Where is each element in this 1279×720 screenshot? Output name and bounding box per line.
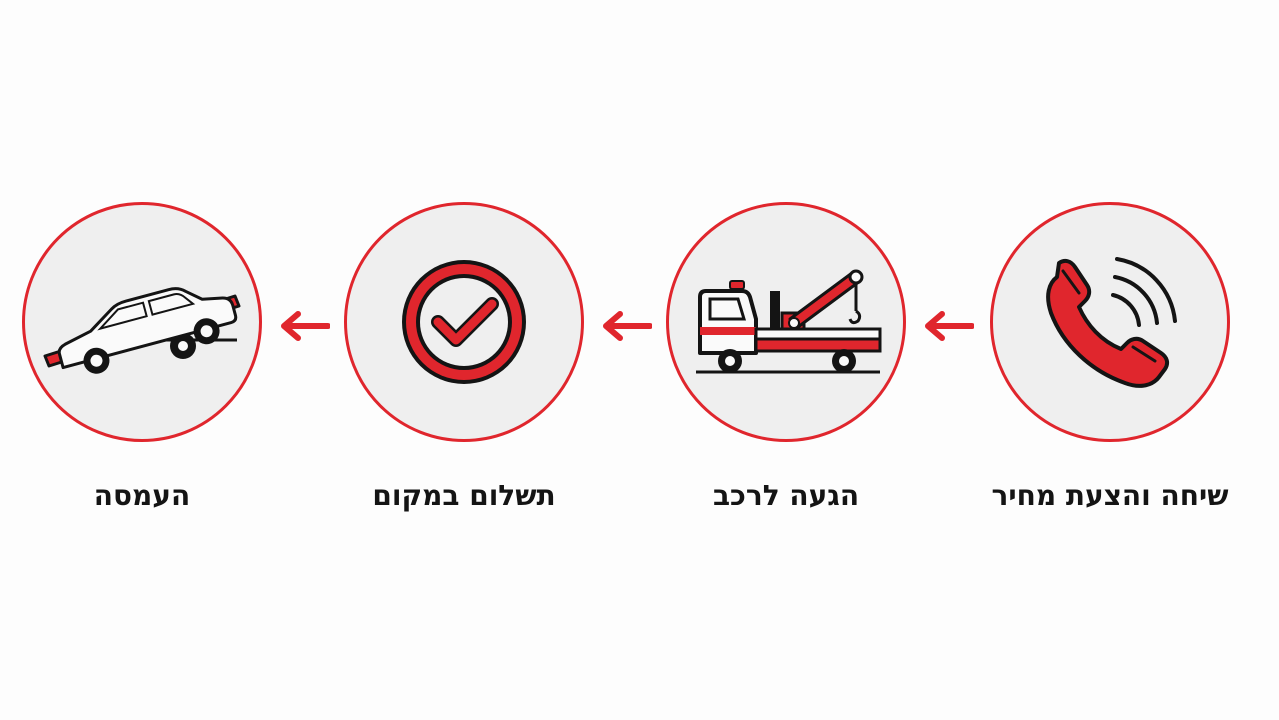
- step-label-loading: העמסה: [93, 479, 191, 512]
- step-circle-arrival: [666, 202, 906, 442]
- car-loading-icon: [37, 262, 247, 382]
- tow-truck-icon: [686, 257, 886, 387]
- step-circle-loading: [22, 202, 262, 442]
- arrow-left-icon: [922, 310, 974, 342]
- step-label-payment: תשלום במקום: [372, 479, 556, 512]
- checkmark-icon: [394, 252, 534, 392]
- arrow-left-icon: [278, 310, 330, 342]
- step-label-phone: שיחה והצעת מחיר: [991, 479, 1229, 512]
- step-circle-phone: [990, 202, 1230, 442]
- step-circle-payment: [344, 202, 584, 442]
- arrow-left-icon: [600, 310, 652, 342]
- step-label-arrival: הגעה לרכב: [712, 479, 860, 512]
- phone-call-icon: [1035, 247, 1185, 397]
